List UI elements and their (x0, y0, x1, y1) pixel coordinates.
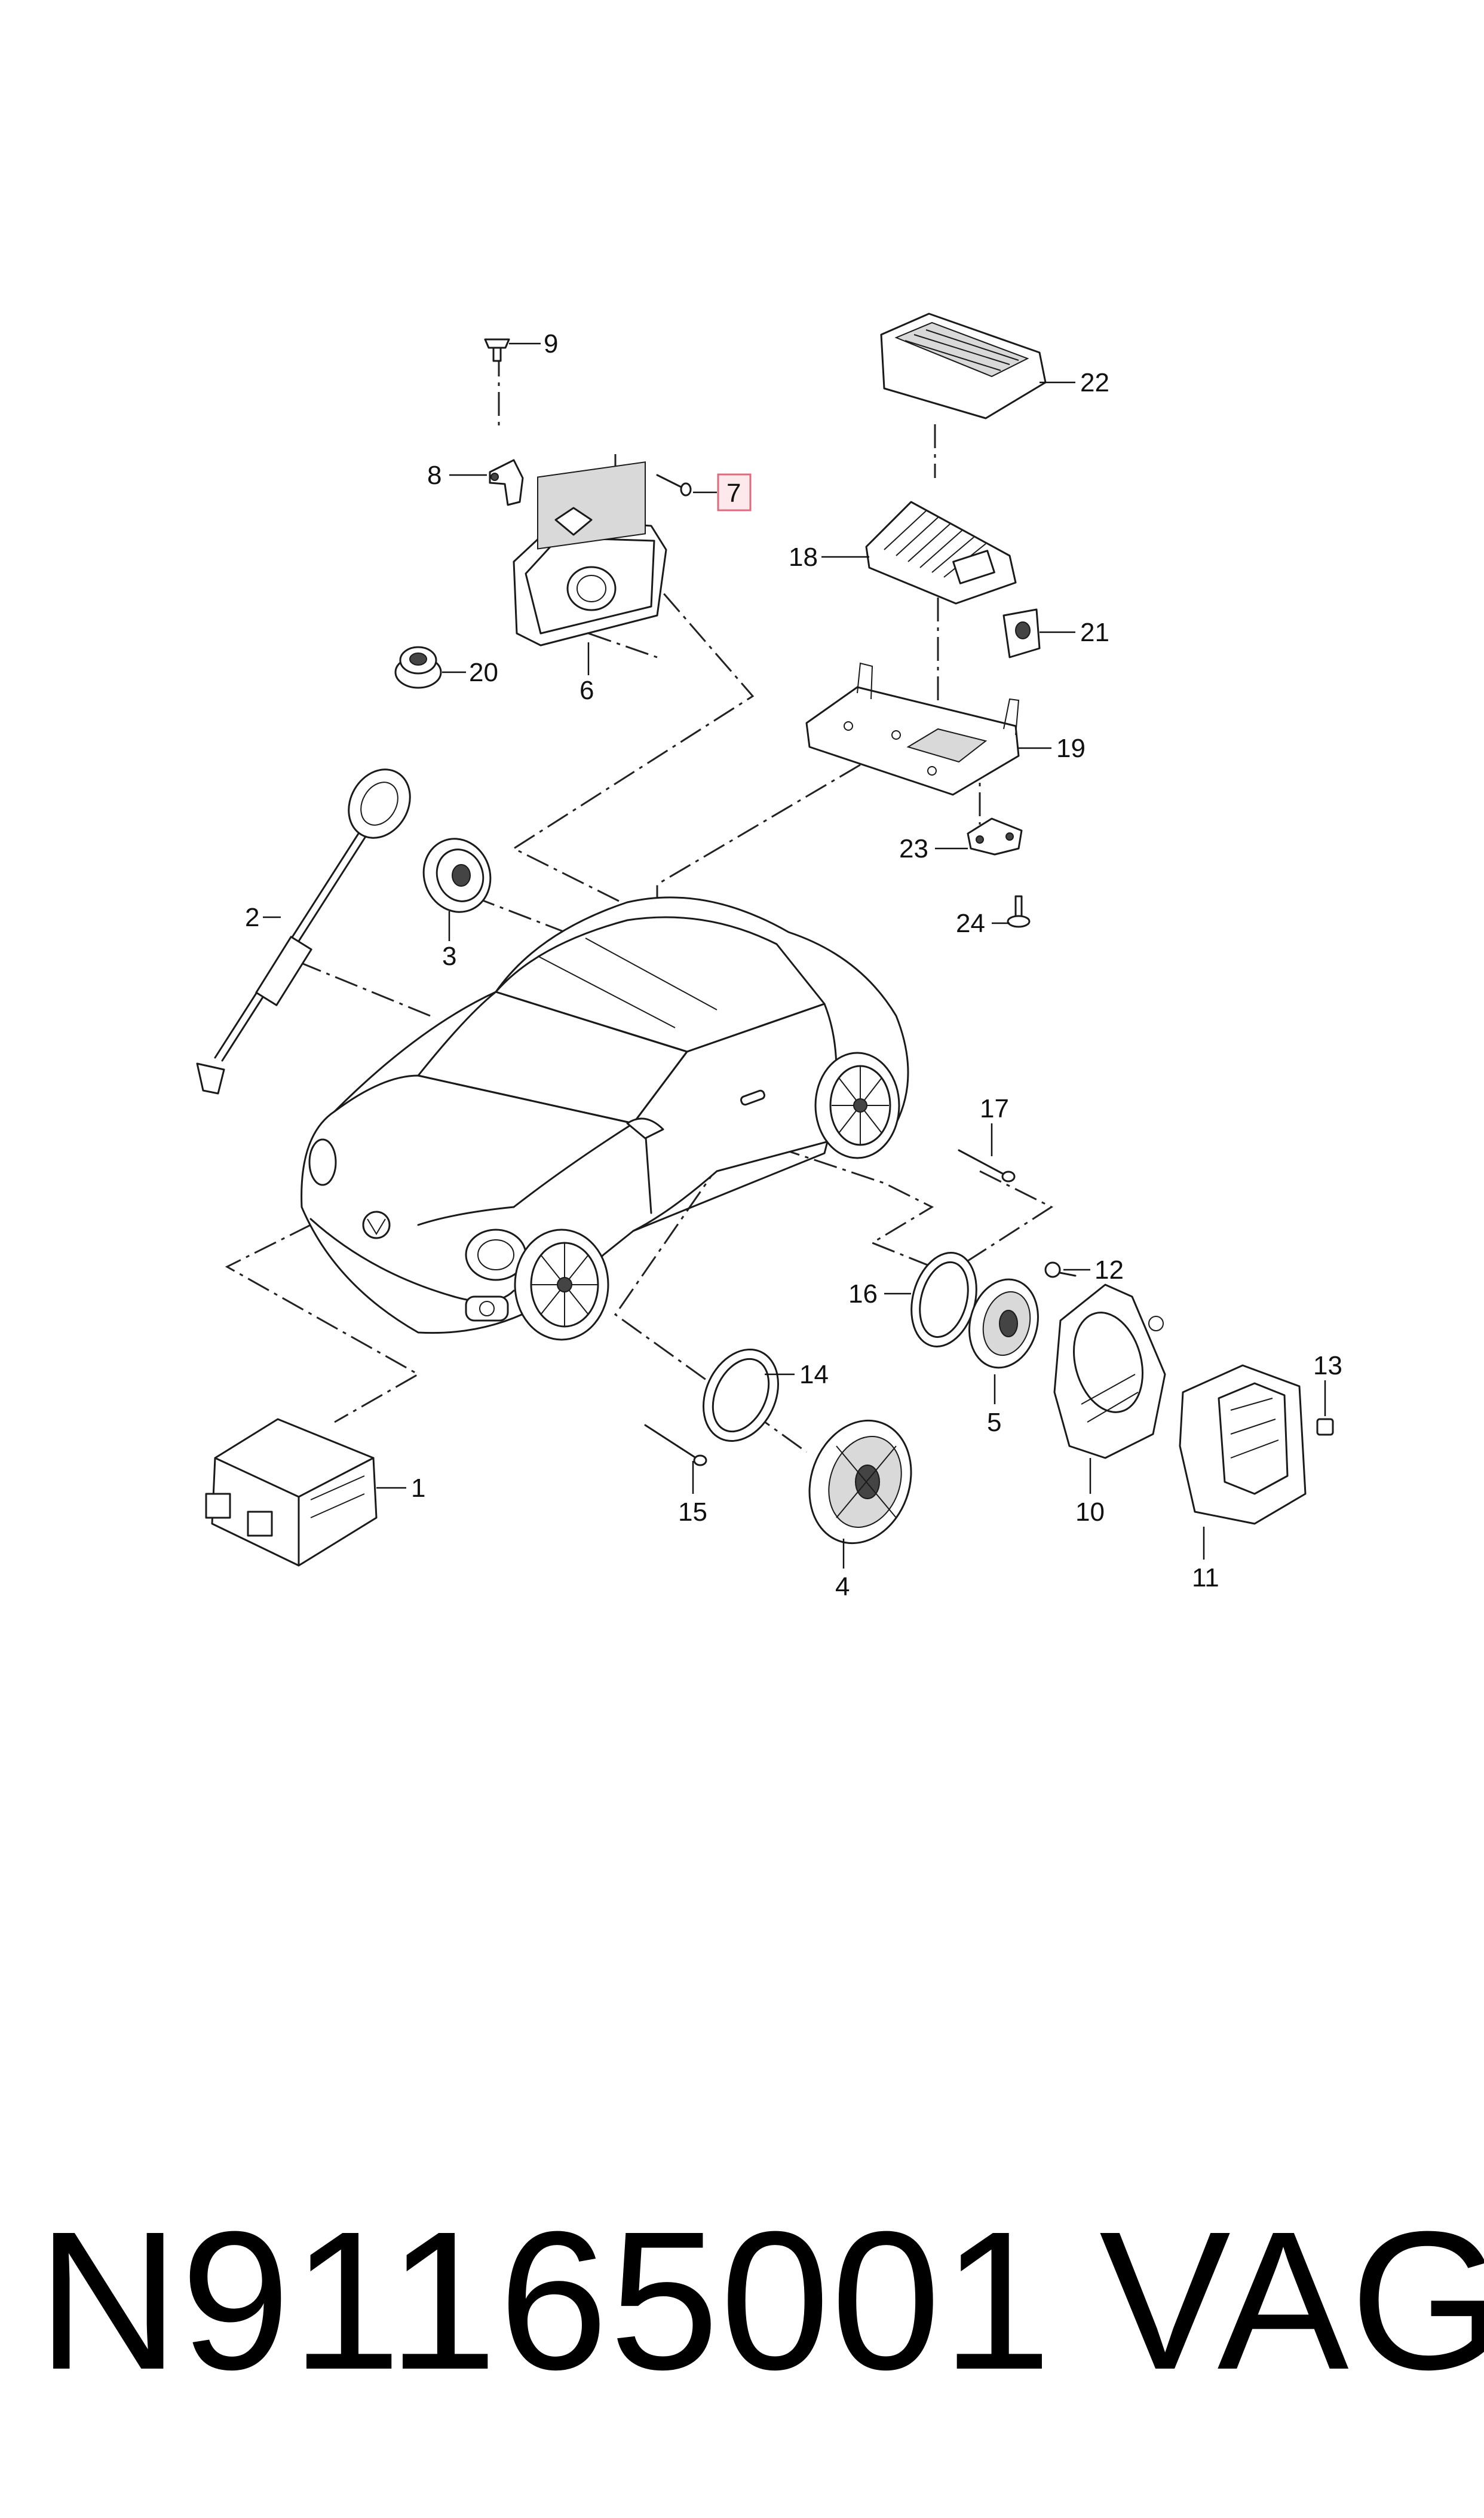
part-12-screw (1044, 1261, 1077, 1278)
callout-15: 15 (678, 1497, 707, 1527)
callout-7-highlight (717, 473, 752, 511)
callout-24: 24 (956, 909, 985, 938)
callout-7: 7 (726, 479, 741, 508)
part-3-tweeter (422, 838, 492, 913)
callout-labels: 9 8 7 6 20 2 3 22 18 21 19 23 24 17 12 1… (245, 329, 1342, 1601)
callout-8: 8 (427, 461, 441, 490)
callout-18: 18 (789, 543, 818, 572)
part-18-amplifier (865, 501, 1017, 605)
part-9-clip (484, 338, 510, 362)
callout-1: 1 (411, 1474, 425, 1503)
part-7-screw (656, 474, 692, 497)
part-17-pin (958, 1149, 1016, 1183)
part-14-ring (703, 1348, 779, 1442)
front-wheel (514, 1229, 609, 1341)
part-6-speaker-box (513, 461, 667, 647)
callout-23: 23 (899, 834, 928, 863)
part-number: N91165001 (37, 2190, 1053, 2410)
callout-2: 2 (245, 903, 259, 932)
part-11-cover (1179, 1364, 1307, 1525)
callout-3: 3 (442, 942, 456, 971)
callout-17: 17 (980, 1094, 1009, 1123)
part-22-cover (880, 313, 1047, 419)
part-13-nut (1316, 1418, 1334, 1436)
callout-5: 5 (987, 1408, 1001, 1437)
part-2-cable (196, 768, 411, 1095)
part-15-pin (644, 1424, 707, 1466)
brand-name: VAG (1099, 2190, 1484, 2410)
rear-wheel (814, 1052, 900, 1159)
callout-22: 22 (1080, 368, 1109, 397)
part-10-housing (1053, 1283, 1166, 1459)
callout-16: 16 (848, 1279, 878, 1309)
car-illustration (301, 896, 909, 1341)
part-23-bracket (967, 817, 1023, 856)
callout-6: 6 (580, 676, 594, 705)
part-20-grommet (394, 646, 442, 689)
callout-9: 9 (544, 329, 558, 359)
leader-lines (263, 342, 1326, 1569)
callout-10: 10 (1075, 1497, 1105, 1527)
callout-12: 12 (1094, 1255, 1124, 1285)
part-24-bolt (1007, 895, 1031, 928)
part-5-speaker (968, 1278, 1039, 1369)
callout-21: 21 (1080, 618, 1109, 647)
part-21-clip (1002, 608, 1041, 658)
part-4-woofer (808, 1419, 912, 1545)
part-16-ring (910, 1252, 977, 1347)
callout-14: 14 (799, 1360, 829, 1389)
callout-4: 4 (835, 1572, 850, 1601)
callout-11: 11 (1192, 1563, 1219, 1592)
part-8-bracket (489, 459, 524, 506)
callout-13: 13 (1313, 1351, 1342, 1380)
callout-19: 19 (1056, 734, 1086, 763)
part-19-bracket (805, 662, 1020, 796)
callout-20: 20 (469, 658, 498, 687)
part-1-control-unit (205, 1418, 378, 1567)
